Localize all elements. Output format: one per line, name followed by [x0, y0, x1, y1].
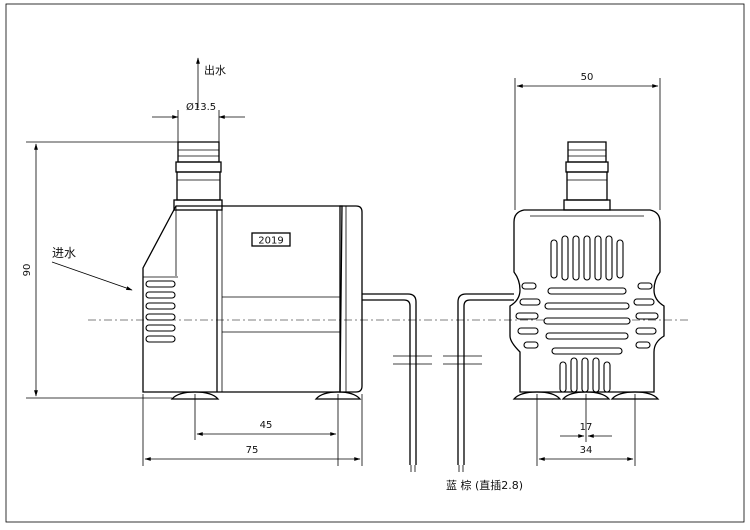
- pump-front-view: 出水 Ø13.5 2019: [51, 57, 417, 472]
- drawing-frame: [5, 3, 745, 523]
- inlet-label: 进水: [52, 246, 76, 260]
- pump-housing: [142, 205, 343, 393]
- inlet-grille: [145, 280, 176, 343]
- total-width-dimension: 75: [142, 394, 363, 466]
- wire-centerlines: [393, 355, 482, 365]
- height-value: 90: [22, 264, 33, 277]
- side-upper-grille: [550, 235, 624, 281]
- foot-gap-dimension: 17: [560, 394, 612, 442]
- front-foot-right: [314, 391, 362, 400]
- side-housing: [509, 209, 665, 393]
- base-width-value: 34: [580, 445, 593, 456]
- side-foot-right: [610, 391, 660, 400]
- foot-spacing-dimension: 45: [194, 394, 339, 466]
- foot-gap-value: 17: [580, 422, 593, 433]
- inlet-leader: [51, 261, 133, 291]
- diameter-label: Ø13.5: [186, 101, 216, 113]
- side-width-value: 50: [581, 72, 594, 83]
- outlet-label: 出水: [204, 63, 226, 77]
- year-label-box: [251, 232, 291, 247]
- base-width-dimension: 34: [536, 394, 636, 466]
- front-foot-left: [170, 391, 220, 400]
- pump-end-cap: [339, 205, 363, 393]
- height-dimension: 90: [22, 141, 178, 399]
- side-lower-grille: [559, 357, 611, 393]
- year-label: 2019: [258, 236, 283, 247]
- wire-color-note: 蓝 棕 (直插2.8): [446, 478, 523, 492]
- foot-spacing-value: 45: [260, 420, 273, 431]
- side-foot-center: [561, 391, 611, 400]
- total-width-value: 75: [246, 445, 259, 456]
- side-middle-grille: [515, 282, 659, 355]
- pump-side-view: 50: [457, 72, 665, 472]
- side-foot-left: [512, 391, 562, 400]
